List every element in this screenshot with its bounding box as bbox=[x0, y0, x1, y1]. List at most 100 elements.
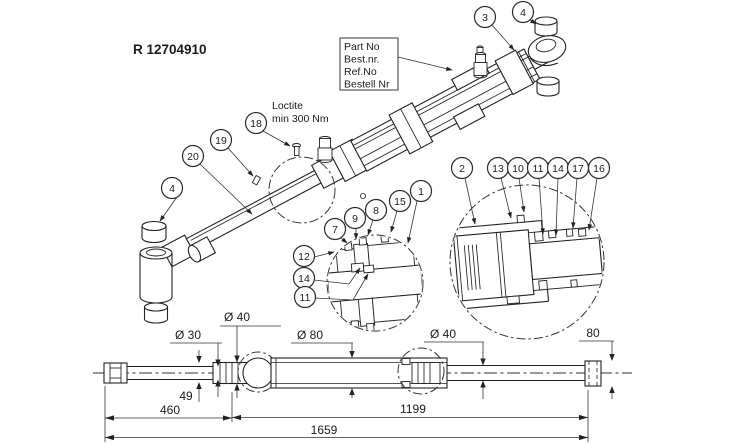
svg-text:14: 14 bbox=[552, 163, 564, 175]
callout-16: 16 bbox=[587, 156, 611, 180]
vent-hole bbox=[360, 193, 366, 199]
loctite-note-line1: Loctite bbox=[272, 100, 303, 112]
eye-bore-left bbox=[146, 248, 166, 257]
bleed-screw bbox=[251, 174, 262, 186]
gland-seal bbox=[533, 231, 544, 242]
svg-text:13: 13 bbox=[492, 163, 504, 175]
partno-box: Part No Best.nr. Ref.No Bestell Nr bbox=[339, 37, 453, 91]
partno-leader bbox=[397, 56, 453, 71]
svg-text:4: 4 bbox=[520, 7, 526, 19]
callout-leaders bbox=[159, 18, 598, 301]
seal-ring bbox=[343, 242, 353, 251]
svg-text:12: 12 bbox=[298, 251, 310, 263]
svg-text:16: 16 bbox=[593, 163, 605, 175]
seal-ring bbox=[358, 237, 368, 246]
callout-12: 12 bbox=[292, 244, 316, 268]
eye-right bbox=[527, 16, 567, 97]
dim-dia80: Ø 80 bbox=[297, 328, 323, 342]
loctite-note: Loctite min 300 Nm bbox=[272, 100, 329, 125]
loctite-note-line2: min 300 Nm bbox=[272, 113, 329, 125]
rod-section-right bbox=[528, 237, 603, 281]
callout-8: 8 bbox=[364, 198, 388, 222]
svg-text:18: 18 bbox=[250, 118, 262, 130]
callout-9: 9 bbox=[343, 206, 367, 230]
svg-text:10: 10 bbox=[512, 163, 524, 175]
end-block bbox=[494, 49, 535, 96]
callout-15: 15 bbox=[388, 189, 412, 213]
callout-7: 7 bbox=[323, 217, 347, 241]
callout-4-left: 4 bbox=[160, 176, 184, 200]
cylinder-head bbox=[310, 138, 369, 190]
callout-20: 20 bbox=[181, 144, 205, 168]
partno-box-line: Ref.No bbox=[344, 66, 377, 78]
left-eye-side bbox=[103, 362, 128, 384]
callout-11-mid: 11 bbox=[293, 285, 317, 309]
isometric-view bbox=[139, 16, 567, 324]
callout-19: 19 bbox=[209, 128, 233, 152]
gland-seal bbox=[577, 228, 587, 237]
callout-18: 18 bbox=[244, 111, 268, 135]
svg-text:19: 19 bbox=[215, 135, 227, 147]
cylinder-body bbox=[160, 48, 551, 268]
bushing-bottom-left bbox=[143, 302, 169, 312]
svg-text:3: 3 bbox=[482, 12, 488, 24]
dim-460: 460 bbox=[160, 403, 180, 417]
bushing-top-right bbox=[534, 16, 558, 26]
detail-circle-piston bbox=[449, 184, 605, 340]
svg-text:1: 1 bbox=[418, 186, 424, 198]
svg-text:15: 15 bbox=[394, 196, 406, 208]
svg-text:7: 7 bbox=[332, 224, 338, 236]
dim-1199: 1199 bbox=[400, 402, 426, 416]
partno-box-line: Best.nr. bbox=[344, 54, 380, 66]
svg-text:11: 11 bbox=[533, 163, 544, 175]
callout-13: 13 bbox=[486, 156, 510, 180]
eye-bore-right bbox=[535, 38, 557, 53]
callout-1: 1 bbox=[409, 179, 433, 203]
side-view: Ø 30 Ø 40 Ø 80 Ø 40 80 49 460 1199 1659 bbox=[93, 310, 632, 442]
detail-marker-piston bbox=[397, 347, 445, 395]
callout-2: 2 bbox=[450, 156, 474, 180]
bushing-top-left bbox=[141, 220, 167, 232]
piston-side bbox=[397, 347, 445, 395]
dim-49: 49 bbox=[179, 389, 193, 403]
svg-text:2: 2 bbox=[459, 163, 465, 175]
callout-11-right: 11 bbox=[526, 156, 550, 180]
piston-block bbox=[452, 229, 535, 302]
gland-seal bbox=[565, 228, 574, 237]
partno-box-frame bbox=[339, 37, 399, 91]
partno-box-line: Bestell Nr bbox=[344, 79, 390, 91]
loctite-plug bbox=[317, 136, 333, 163]
grease-nipple bbox=[473, 45, 488, 79]
svg-text:14: 14 bbox=[298, 273, 310, 285]
detail-source-circle bbox=[268, 156, 336, 224]
ball-head bbox=[242, 357, 274, 389]
dim-dia30: Ø 30 bbox=[175, 328, 201, 342]
svg-text:17: 17 bbox=[572, 163, 584, 175]
barrel-plug bbox=[516, 214, 525, 224]
callout-14-right: 14 bbox=[546, 156, 570, 180]
bushing-bottom-right bbox=[536, 76, 560, 86]
svg-text:9: 9 bbox=[352, 213, 358, 225]
callout-4-top: 4 bbox=[511, 0, 535, 24]
dim-1659: 1659 bbox=[311, 423, 338, 437]
set-screw bbox=[292, 143, 301, 156]
part-number: R 12704910 bbox=[133, 42, 207, 57]
dim-dia40-left: Ø 40 bbox=[224, 310, 250, 324]
callout-17: 17 bbox=[566, 156, 590, 180]
piston-section bbox=[451, 214, 603, 311]
rod-roller bbox=[187, 236, 217, 263]
right-eye-side bbox=[584, 360, 602, 387]
callout-14-mid: 14 bbox=[292, 266, 316, 290]
gland-seal bbox=[547, 229, 557, 239]
partno-box-line: Part No bbox=[344, 41, 380, 53]
rod-seal bbox=[362, 264, 375, 274]
svg-text:11: 11 bbox=[300, 292, 311, 304]
svg-text:8: 8 bbox=[373, 205, 379, 217]
callouts: 3 4 4 18 19 20 7 9 8 15 1 12 14 11 2 13 … bbox=[160, 0, 611, 309]
callout-3: 3 bbox=[473, 5, 497, 29]
callout-10: 10 bbox=[506, 156, 530, 180]
svg-text:4: 4 bbox=[169, 183, 175, 195]
rod-seal bbox=[350, 262, 365, 273]
port-block-bottom bbox=[452, 103, 486, 131]
